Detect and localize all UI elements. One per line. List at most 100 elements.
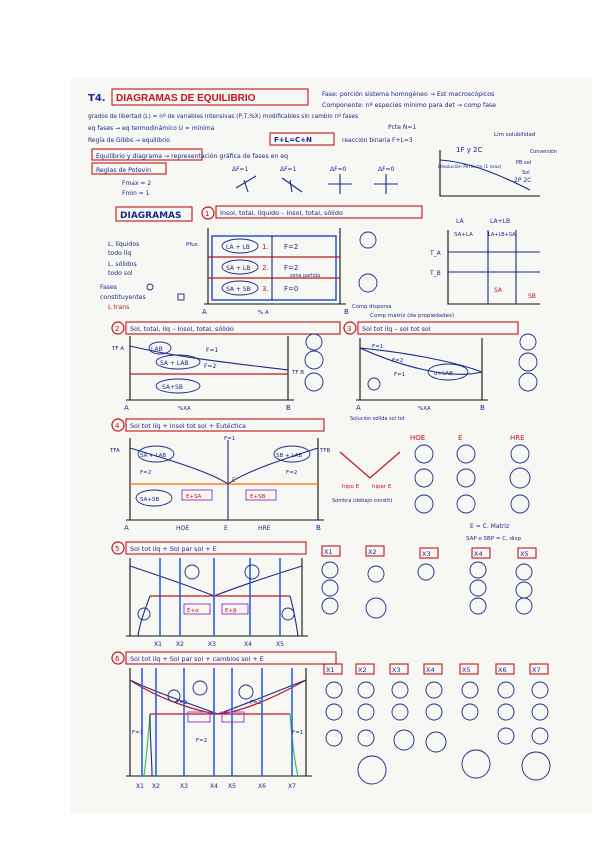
d3-beta-circle [518,372,538,392]
d2-tfb: TF B [291,370,304,376]
diagram-2: LAB SA + LAB SA+SB F=1 F=2 TF A TF B A B… [111,333,324,412]
sec1-title-box [215,205,423,219]
legend-square-icon [177,293,185,301]
sec3-number: 3 [347,325,351,333]
d6-xl7: X7 [288,783,296,790]
notes-sheet [70,78,592,813]
sec1-number: 1 [205,210,209,218]
tr-1f2c: 1F y 2C [456,146,483,154]
tr-disolucion: Disolución Perfecta (1 max) [438,163,502,170]
d1-f-1: F=2 [284,243,298,251]
d4-region-4: E+SA [186,494,202,500]
d6-xl5: X5 [228,783,236,790]
sec4-title-box [125,418,325,432]
d1-sala: SA+LA [454,232,473,238]
d4-sombra: Sombra (debajo constit) [332,498,392,504]
d6-col-4: X4 [426,666,435,674]
d1-lalbsa: LA+LB+SA [488,232,516,238]
legend-circle-icon [146,283,154,291]
margin-note: Lim solubilidad [494,132,535,138]
d4-e: E [232,477,236,484]
legend-todo-sol: todo sol [108,270,133,277]
d3-phase-alpha-l: α+LAB [434,371,453,377]
d4-b: B [316,524,321,532]
sec1-title: Insol, total, líquido – Insol, total, só… [220,209,343,217]
formula-box [269,132,335,146]
diagram-4: SA + LAB SB + LAB SA+SB E+SA E+SB F=2 F=… [109,434,531,542]
binary-reaction: reacción binaria F+L=3 [342,137,413,144]
d3-x: %XA [418,406,431,412]
d4-hiper: hiper E [372,484,392,490]
d1-num-1: 1. [262,243,269,251]
sec4-title: Sol tot líq + Insol tot sol + Eutéctica [130,422,246,430]
d3-b: B [480,404,485,412]
sec2-number: 2 [115,325,119,333]
page-title: DIAGRAMAS DE EQUILIBRIO [116,93,256,104]
d1-xa: % A [258,310,269,316]
d4-region-2: SB + LAB [276,453,302,459]
d5-xl3: X3 [208,641,216,648]
d3-lab-circle [519,333,537,351]
d2-x: %XA [178,406,191,412]
d6-f4: F=1 [292,730,303,736]
d2-a: A [124,404,129,412]
d6-col-3: X3 [392,666,401,674]
sec5-title-box [125,541,307,555]
d4-matrix-note: E = C. Matriz [470,523,509,530]
d1-pfus: Pfus [186,242,198,248]
d4-region-1: SA + LAB [140,453,166,459]
d1-num-3: 3. [262,285,269,293]
sec4-number-circle [111,418,125,432]
diagram-5-columns: X1 X2 X3 X4 X5 [321,545,537,619]
solubility-sketch: 1F y 2C 2P 2C Disolución Perfecta (1 max… [438,146,557,197]
d4-tfb: TFB [319,448,331,454]
d3-a: A [356,404,361,412]
d5-xl5: X5 [276,641,284,648]
d5-col-5: X5 [520,550,529,558]
d6-f2: F=2 [176,700,187,706]
d2-phase-2: SA + LAB [160,360,189,367]
sec6-number: 6 [115,655,120,663]
d4-region-5: E+SB [250,494,266,500]
d1-tb: T_B [429,270,441,277]
d4-a: A [124,524,129,532]
legend-sol: L. sólidos [108,260,137,268]
d2-b: B [286,404,291,412]
componente-definition: Componente: nº especies mínimo para det … [322,101,496,109]
tr-2p2c: 2P 2C [514,177,531,184]
d5-region-5: E+β [225,608,237,614]
legend-fases: Fases [100,284,117,291]
d6-xl3: X3 [180,783,188,790]
d2-phase-1: LAB [151,346,163,353]
sec4-number: 4 [115,422,120,430]
d6-col-7: X7 [532,666,541,674]
d4-col-hoe: HOE [410,434,425,442]
fmax-note: Fmax = 2 [122,180,151,187]
d1-phase-1: LA + LB [226,244,250,251]
sec2-title-box [125,321,341,335]
sec6-title: Sol tot líq + Sol par sol + cambios sol … [130,655,264,663]
d1-ta: T_A [429,250,442,257]
d6-xl4: X4 [210,783,218,790]
d5-col-3: X3 [422,550,431,558]
d4-hoe: HOE [176,525,189,532]
chapter-label: T4. [88,93,106,104]
d5-col-1: X1 [324,548,333,556]
d1-sb: SB [528,293,536,300]
d5-col-4: X4 [474,550,483,558]
gibbs-formula: F+L=C+N [274,136,312,144]
d5-xl1: X1 [154,641,162,648]
d1-sa: SA [494,287,503,294]
d6-col-1: X1 [326,666,335,674]
sec1-number-circle [201,206,215,220]
d2-tfa: TF A [111,346,124,352]
d1-matrix: Comp matriz (da propiedades) [370,313,454,319]
legend-constituyentes: constituyentes [100,294,146,301]
d4-col-e: E [458,434,462,442]
d2-phase-3: SA+SB [162,384,183,391]
sec6-number-circle [111,651,125,665]
d1-phase-2: SA + LB [226,265,250,272]
bullet-potevin: Reglas de Potevin [96,167,151,174]
